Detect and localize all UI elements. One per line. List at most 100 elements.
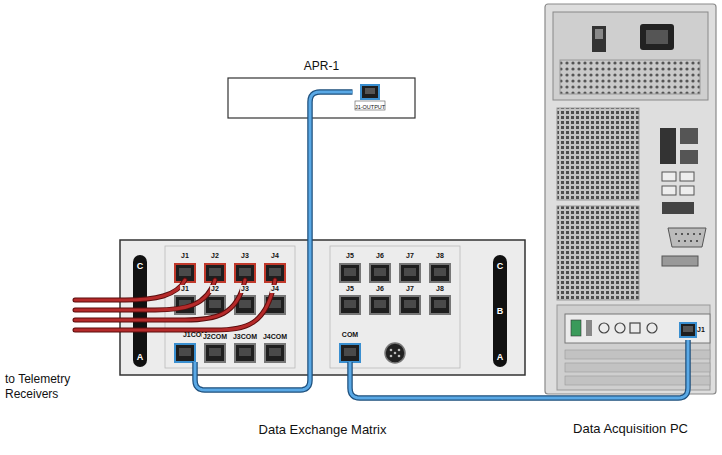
port-label: J4COM (262, 333, 288, 341)
port-box: COM (336, 331, 364, 362)
cable-connector (350, 340, 688, 398)
telemetry-cable (75, 280, 245, 320)
bus-letter: A (497, 352, 504, 362)
pc-tower (557, 108, 639, 200)
port-jack (239, 268, 251, 276)
port-jack (269, 348, 281, 356)
port-box: J1-OUTPUT (353, 84, 388, 111)
port-jack (269, 268, 281, 276)
pc-tower (553, 12, 708, 100)
pc-tower (683, 326, 693, 332)
pc-tower (678, 240, 680, 242)
bus-letter: A (137, 352, 144, 362)
port-label: J5 (345, 252, 355, 260)
box-title: APR-1 (228, 60, 415, 74)
port-label: J7 (405, 252, 415, 260)
port-jack (430, 296, 450, 314)
port-jack (205, 296, 225, 314)
pc-tower (680, 150, 698, 164)
port-label: J4 (270, 285, 280, 293)
pc-tower (646, 30, 668, 44)
port-jack (370, 296, 390, 314)
pc-tower (662, 256, 698, 266)
pc-tower (696, 240, 698, 242)
cable-note: to Telemetry Receivers (5, 372, 105, 402)
telemetry-cable (75, 280, 275, 330)
port-jack (374, 268, 386, 276)
port-label: J2 (210, 252, 220, 260)
port-label: J8 (435, 252, 445, 260)
matrix-panel (394, 352, 397, 355)
port-label: COM (336, 331, 364, 339)
port-label: J1 (180, 285, 190, 293)
port-jack (430, 264, 450, 282)
pc-tower (595, 29, 603, 39)
pc-tower (687, 233, 689, 235)
matrix-panel (493, 255, 507, 367)
port-jack (370, 264, 390, 282)
port-jack (434, 268, 446, 276)
pc-tower (680, 186, 694, 195)
port-label: J1 (697, 326, 705, 334)
port-jack (430, 264, 450, 282)
port-jack (235, 344, 255, 362)
matrix-panel (398, 355, 401, 358)
pc-tower (557, 206, 639, 300)
bus-letter: B (497, 306, 504, 316)
device-box: J1-OUTPUTAPR-1 (228, 78, 415, 118)
pc-tower (699, 233, 701, 235)
apr-housing (228, 78, 415, 118)
port-jack (434, 300, 446, 308)
pc-tower (586, 320, 592, 336)
pc-tower (693, 233, 695, 235)
apr-housing (365, 88, 375, 94)
port-jack (239, 348, 251, 356)
pc-tower (565, 314, 710, 343)
cable-outline (195, 92, 353, 390)
port-jack (374, 300, 386, 308)
port-jack (340, 344, 360, 362)
port-jack (235, 344, 255, 362)
cable-core (350, 340, 688, 398)
matrix-panel-box: J1COMCOMData Exchange Matrix (120, 240, 525, 375)
box-title: Data Exchange Matrix (120, 423, 525, 438)
port-jack (340, 344, 360, 362)
matrix-panel (390, 355, 393, 358)
port-label: J7 (405, 285, 415, 293)
port-jack (344, 348, 356, 356)
port-label: J2 (210, 285, 220, 293)
port-label: J3 (240, 285, 250, 293)
port-jack (370, 296, 390, 314)
port-jack (265, 344, 285, 362)
port-jack (265, 344, 285, 362)
pc-tower (545, 4, 716, 394)
port-jack (400, 264, 420, 282)
pc-tower (545, 4, 716, 394)
cable-outline (350, 340, 688, 398)
port-jack (340, 264, 360, 282)
cable-connector (195, 92, 353, 390)
port-jack (179, 348, 191, 356)
port-jack (400, 296, 420, 314)
port-label: J8 (435, 285, 445, 293)
port-jack (404, 300, 416, 308)
port-jack (175, 344, 195, 362)
pc-tower (560, 60, 700, 94)
pc-tower (681, 233, 683, 235)
port-jack (370, 264, 390, 282)
pc-tower (630, 323, 640, 333)
bus-letter: C (497, 261, 504, 271)
box-title: Data Acquisition PC (545, 422, 716, 437)
port-jack (400, 264, 420, 282)
pc-tower (690, 240, 692, 242)
port-label: J1-OUTPUT (353, 104, 388, 110)
port-label: J2COM (202, 333, 228, 341)
port-jack (344, 300, 356, 308)
port-jack (205, 344, 225, 362)
pc-tower (592, 26, 606, 52)
port-jack (205, 344, 225, 362)
pc-tower (640, 24, 674, 50)
